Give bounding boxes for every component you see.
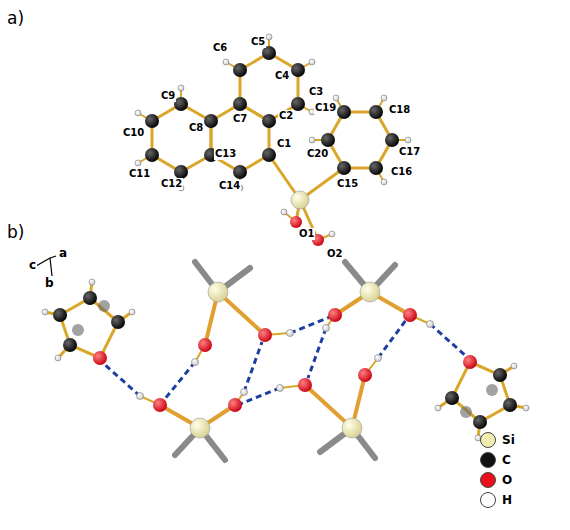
atom-label: C1 (276, 138, 292, 150)
carbon-atoms (145, 46, 399, 179)
legend-swatch (480, 492, 496, 508)
silicon-atoms (190, 282, 380, 438)
legend-swatch (480, 472, 496, 488)
atom-label: C20 (306, 148, 329, 160)
legend-swatch (480, 432, 496, 448)
oh-bonds (140, 315, 430, 405)
oxygen-atoms (93, 308, 477, 412)
legend-text: H (502, 493, 512, 507)
atom-label: C4 (274, 70, 290, 82)
axis-label: b (44, 276, 55, 290)
atom-label: C5 (250, 36, 266, 48)
atom-label: C3 (308, 86, 324, 98)
hydrogen-atoms (42, 279, 529, 441)
legend-text: Si (502, 433, 515, 447)
atom-label: C12 (160, 178, 183, 190)
atom-label: C6 (212, 42, 228, 54)
legend-text: C (502, 453, 511, 467)
hydrogen-atoms (135, 34, 411, 237)
silicon-atom (291, 191, 309, 209)
panel-label: a) (6, 8, 25, 28)
atom-label: C11 (128, 168, 151, 180)
atom-label: O1 (298, 228, 315, 240)
atom-label: C13 (214, 148, 237, 160)
bonds (152, 53, 392, 240)
axis-label: c (28, 258, 37, 272)
legend-text: O (502, 473, 512, 487)
atom-label: C9 (160, 90, 176, 102)
atom-label: C14 (218, 180, 241, 192)
atom-label: O2 (326, 248, 343, 260)
oxygen-atom (290, 216, 302, 228)
panel-label: b) (6, 222, 25, 242)
atom-label: C10 (122, 127, 145, 139)
legend-swatch (480, 452, 496, 468)
atom-label: C8 (188, 122, 204, 134)
atom-label: C18 (388, 104, 411, 116)
atom-label: C19 (314, 102, 337, 114)
atom-label: C17 (398, 146, 421, 158)
axis-label: a (58, 246, 68, 260)
solvent-bonds (45, 282, 526, 438)
atom-label: C15 (336, 178, 359, 190)
axes (36, 256, 56, 276)
hydrogen-bonds (104, 317, 466, 404)
solvent-carbons (53, 291, 517, 429)
substituent-stubs (175, 262, 395, 460)
atom-label: C7 (232, 113, 248, 125)
atom-label: C16 (390, 166, 413, 178)
atom-label: C2 (278, 110, 294, 122)
bonds (160, 292, 410, 428)
h-bonds (138, 37, 408, 240)
disorder-carbons (72, 300, 498, 418)
